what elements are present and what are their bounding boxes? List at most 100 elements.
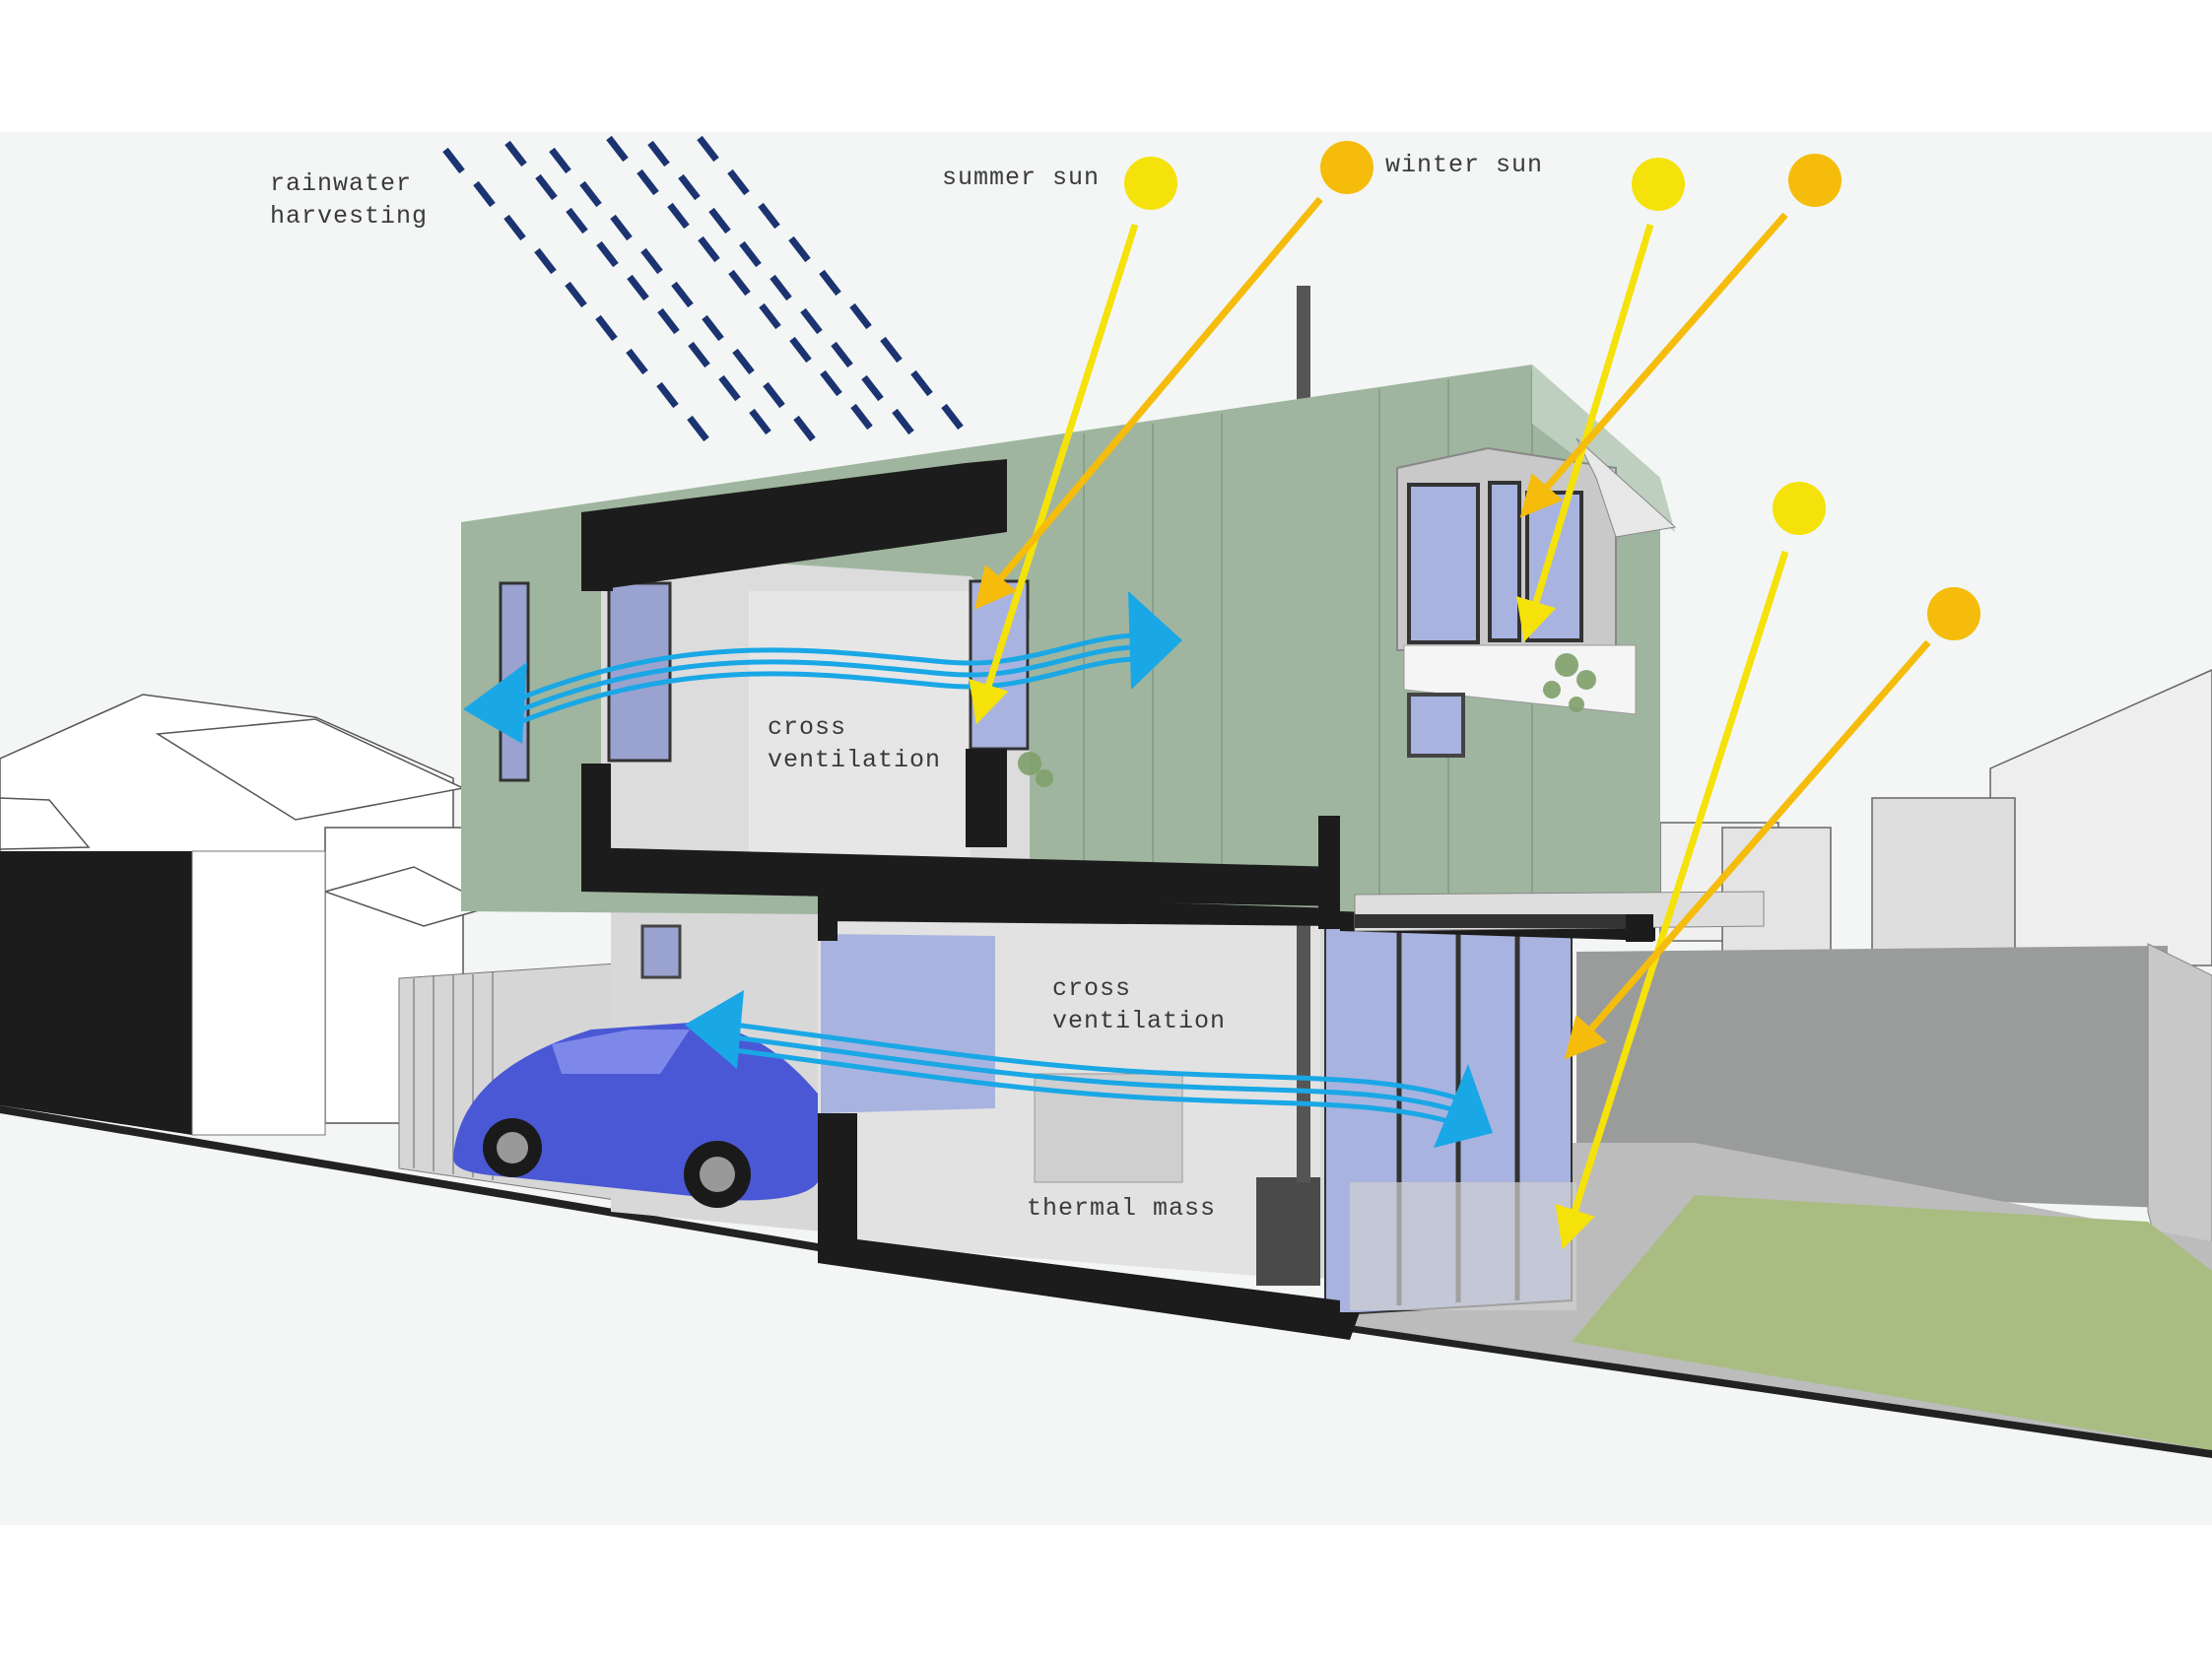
ground-slab — [0, 1105, 2212, 1458]
rain-drop — [708, 207, 731, 234]
rain-drop — [728, 269, 751, 297]
rear-step — [1350, 1182, 1576, 1310]
rain-drop — [687, 415, 709, 442]
rain-drop — [667, 202, 690, 230]
rain-drop — [831, 341, 853, 368]
rain-drop — [727, 168, 750, 196]
airflow-upper-line-3 — [516, 656, 1159, 726]
airflow-lower — [733, 1022, 1459, 1127]
car-icon — [453, 1023, 818, 1208]
rain-drop — [473, 180, 496, 208]
rain-drop — [702, 314, 724, 342]
airflow-upper-line-1 — [516, 632, 1159, 702]
airflow-arrow-icon-lower-left — [685, 990, 744, 1069]
rain-drop — [503, 214, 526, 241]
rain-drop — [941, 403, 964, 431]
rain-drop — [793, 415, 816, 442]
label-winter-sun: winter sun — [1385, 151, 1544, 179]
airflow-arrow-icon-upper-right — [1128, 591, 1182, 690]
airflow-lower-line-1 — [733, 1022, 1459, 1101]
rain-drop — [849, 302, 872, 330]
boundary-wall-left — [0, 851, 192, 1135]
rain-drop — [657, 307, 680, 335]
winter-sun-icon — [1320, 141, 1374, 194]
winter-sun-icon-2 — [1788, 154, 1842, 207]
bay-window-glass-3 — [1525, 491, 1583, 642]
summer-sun-icon — [1124, 157, 1177, 210]
airflow-lower-line-2 — [733, 1034, 1459, 1114]
label-rainwater-harvesting: rainwater harvesting — [270, 169, 429, 231]
rain-drop — [800, 307, 823, 335]
rain-drop — [850, 403, 873, 431]
rain-drop — [565, 281, 587, 308]
rain-drop — [749, 408, 771, 435]
winter-sun-ray-3 — [1564, 639, 1931, 1060]
rain-drop — [637, 168, 659, 196]
rain-drop — [758, 202, 780, 230]
rain-drop — [861, 374, 884, 402]
wood-heater — [1256, 1177, 1320, 1286]
rain-drop — [566, 207, 588, 234]
small-window — [1407, 693, 1465, 758]
airflow-lower-line-3 — [733, 1047, 1459, 1127]
rain-drop — [671, 281, 694, 308]
rain-drop — [606, 135, 629, 163]
rain-drop — [697, 135, 719, 163]
rain-drop — [549, 147, 571, 174]
label-cross-ventilation-upper: cross ventilation — [768, 713, 942, 774]
rain-drop — [504, 140, 527, 167]
label-summer-sun: summer sun — [942, 164, 1101, 192]
rain-drop — [718, 374, 741, 402]
rain-drop — [732, 348, 755, 375]
rain-drop — [610, 214, 633, 241]
rain-drop — [739, 240, 762, 268]
rain-drop — [759, 302, 781, 330]
rain-drop — [688, 341, 710, 368]
rain-drop — [880, 336, 903, 364]
summer-sun-ray-2 — [1516, 223, 1654, 642]
winter-sun-ray-1 — [973, 196, 1323, 610]
rain-drop — [595, 314, 618, 342]
window-hood — [1575, 437, 1677, 538]
rain-drop — [627, 274, 649, 301]
rain-drop — [640, 247, 663, 275]
label-thermal-mass: thermal mass — [1027, 1194, 1217, 1223]
sun-rays — [969, 196, 1931, 1250]
rain-drop — [789, 336, 812, 364]
airflow-arrow-icon-upper-left — [463, 662, 527, 744]
lawn — [1572, 1195, 2212, 1450]
rain-drop — [770, 274, 792, 301]
pergola-post — [1626, 914, 1653, 942]
ground-floor-section — [818, 1113, 1360, 1340]
pergola-beam — [1355, 914, 1650, 928]
summer-sun-ray-3 — [1555, 550, 1789, 1250]
airflow-upper-line-2 — [516, 644, 1159, 714]
rain-drop — [892, 408, 914, 435]
rain-drop — [656, 381, 679, 409]
bay-window-glass-1 — [1407, 483, 1480, 644]
rain-drop — [910, 369, 933, 397]
rain-drop — [596, 240, 619, 268]
rain-drop — [442, 147, 465, 174]
rain-drops-icon — [442, 135, 964, 442]
roof-edge — [1532, 365, 1675, 532]
rain-drop — [534, 247, 557, 275]
label-cross-ventilation-lower: cross ventilation — [1052, 974, 1227, 1035]
planter-greenery — [1018, 653, 1596, 787]
rain-drop — [647, 140, 670, 167]
driveway-wall — [191, 850, 326, 1136]
rear-fence — [1576, 946, 2168, 1208]
airflow-upper — [516, 632, 1159, 726]
rain-drop — [820, 369, 842, 397]
rain-drop — [819, 269, 841, 297]
winter-sun-ray-2 — [1519, 212, 1788, 518]
bay-window-glass-2 — [1488, 481, 1521, 642]
rain-drop — [698, 235, 720, 263]
rain-drop — [579, 180, 602, 208]
ground-floor-glazing-left — [821, 934, 995, 1113]
winter-sun-icon-3 — [1927, 587, 1980, 640]
summer-sun-icon-3 — [1773, 482, 1826, 535]
rain-drop — [678, 173, 701, 201]
